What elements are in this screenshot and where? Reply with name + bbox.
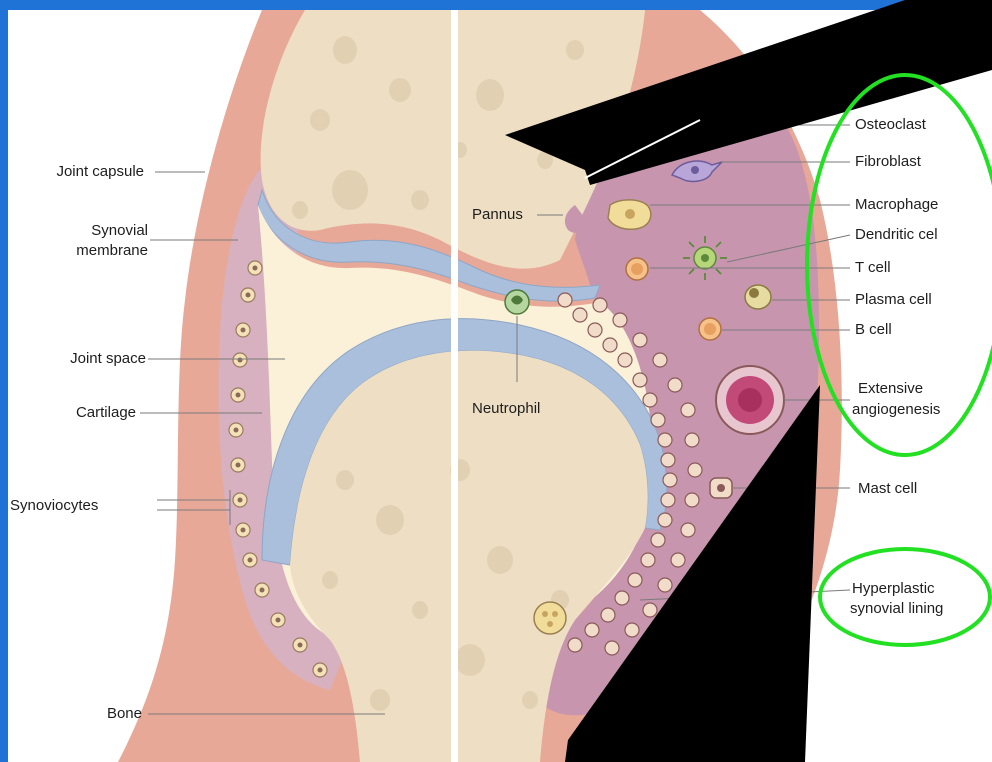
label-plasma-cell: Plasma cell [855,291,932,309]
label-extensive-line1: Extensive [858,380,923,398]
b-cell [699,318,721,340]
osteoclast-lower-cell [534,602,566,634]
label-cartilage: Cartilage [76,404,136,422]
label-b-cell: B cell [855,321,892,339]
mast-cell [710,478,732,498]
macrophage-cell [608,200,651,229]
label-angiogenesis-line2: angiogenesis [852,401,940,419]
neutrophil-cell [505,290,529,314]
t-cell [626,258,648,280]
label-hyperplastic-line1: Hyperplastic [852,580,935,598]
plasma-cell [745,285,771,309]
dendritic-cell [683,236,727,280]
center-divider [451,10,458,762]
label-synovial-membrane-line1: Synovial [91,222,148,240]
label-synoviocytes: Synoviocytes [10,497,98,515]
label-mast-cell: Mast cell [858,480,917,498]
label-fibroblast: Fibroblast [855,153,921,171]
label-t-cell: T cell [855,259,891,277]
label-dendritic-cell: Dendritic cel [855,226,938,244]
label-neutrophil: Neutrophil [472,400,540,418]
label-osteoclast: Osteoclast [855,116,926,134]
label-pannus: Pannus [472,206,523,224]
label-joint-capsule: Joint capsule [56,163,144,181]
label-synovial-lining-line2: synovial lining [850,600,943,618]
label-bone: Bone [107,705,142,723]
blood-vessel [716,366,784,434]
label-synovial-membrane-line2: membrane [76,242,148,260]
label-joint-space: Joint space [70,350,146,368]
label-macrophage: Macrophage [855,196,938,214]
